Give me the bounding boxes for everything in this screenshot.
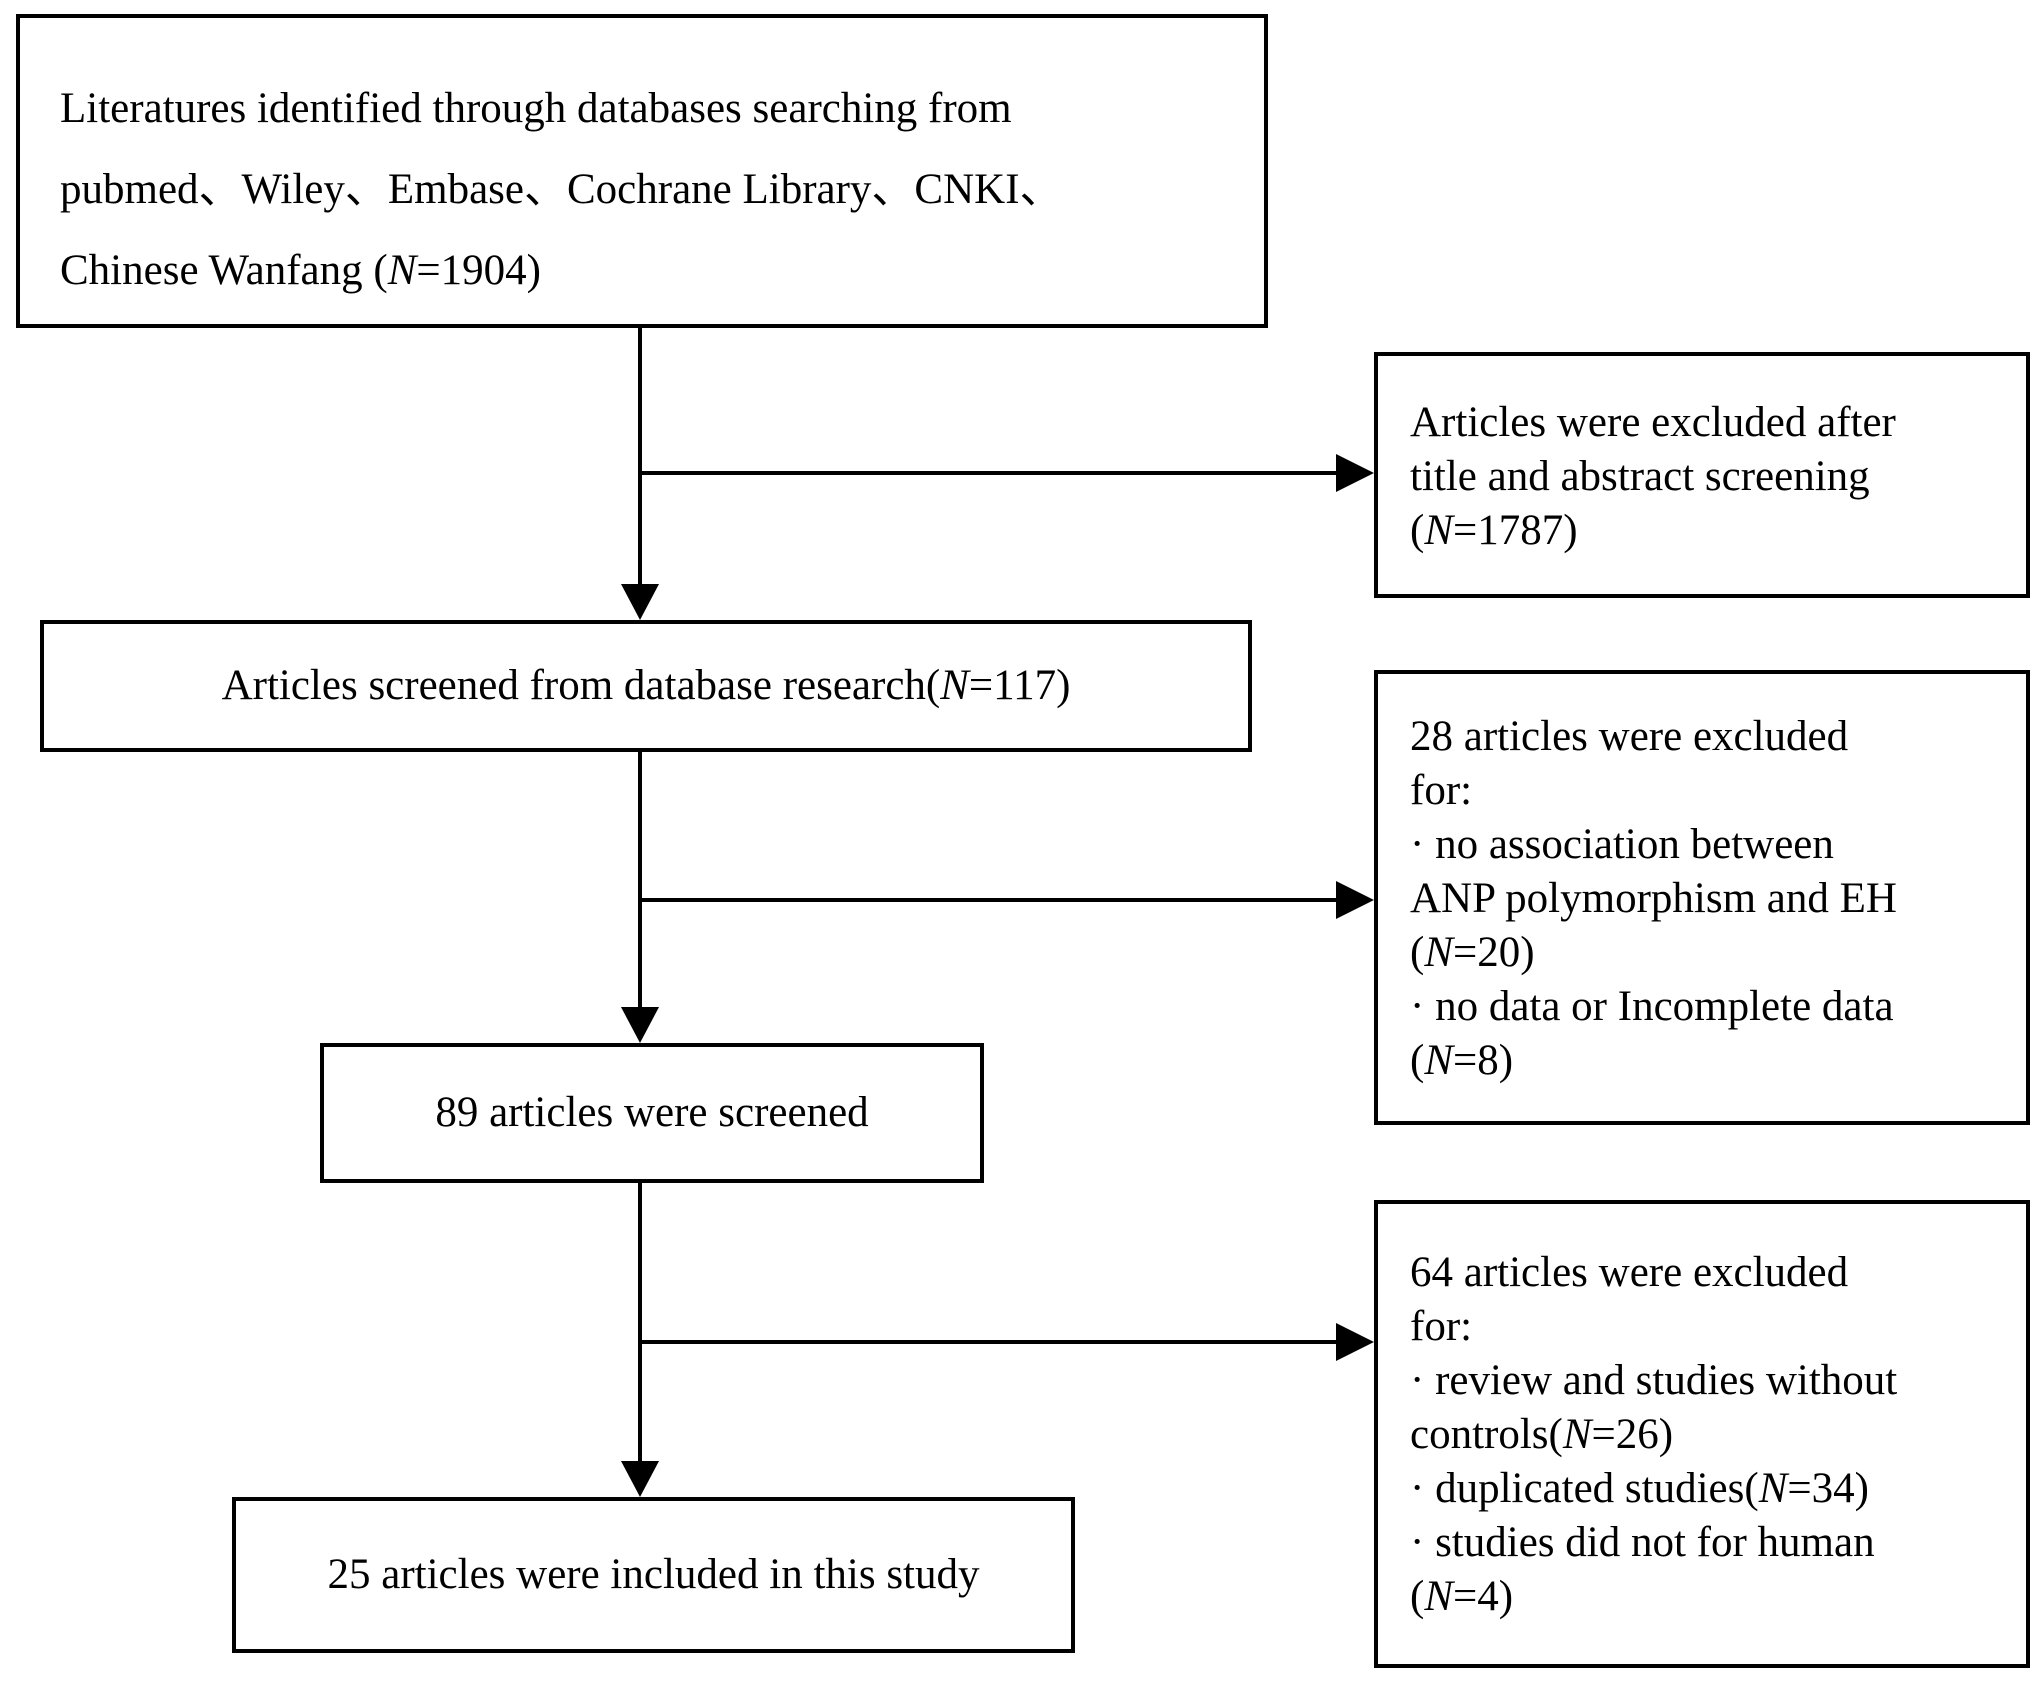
text-segment: =4) <box>1453 1573 1514 1620</box>
text-segment: Articles screened from database research… <box>221 662 941 709</box>
box-text-line: 25 articles were included in this study <box>327 1548 979 1602</box>
excluded-title-abstract-box: Articles were excluded after title and a… <box>1374 352 2030 598</box>
connector-to-excluded-title-abstract <box>640 471 1338 475</box>
text-segment: 28 articles were excluded <box>1410 713 1849 760</box>
excluded-28-box: 28 articles were excluded for: · no asso… <box>1374 670 2030 1125</box>
text-segment: =8) <box>1453 1037 1514 1084</box>
box-text-line: Articles were excluded after <box>1410 396 2010 450</box>
box-text-line: (N=20) <box>1410 926 2010 980</box>
text-segment: title and abstract screening <box>1410 453 1870 500</box>
text-segment: for: <box>1410 1303 1473 1350</box>
text-segment: 64 articles were excluded <box>1410 1249 1849 1296</box>
articles-screened-box: 89 articles were screened <box>320 1043 984 1183</box>
box-text-line: for: <box>1410 1300 2010 1354</box>
text-segment: · no association between <box>1410 821 1834 868</box>
text-segment: · studies did not for human <box>1410 1519 1875 1566</box>
text-segment: · no data or Incomplete data <box>1410 983 1894 1030</box>
box-text-line: pubmed、Wiley、Embase、Cochrane Library、CNK… <box>60 149 1244 230</box>
text-segment: =117) <box>968 662 1071 709</box>
arrow-down-icon <box>621 1461 659 1497</box>
text-segment: ANP polymorphism and EH <box>1410 875 1897 922</box>
n-italic: N <box>1562 1411 1592 1458</box>
n-italic: N <box>1424 929 1454 976</box>
box-text-line: for: <box>1410 764 2010 818</box>
n-italic: N <box>1758 1465 1788 1512</box>
connector-89-to-included <box>638 1183 642 1463</box>
connector-to-excluded-28 <box>640 898 1338 902</box>
text-segment: =26) <box>1591 1411 1674 1458</box>
arrow-right-icon <box>1336 881 1374 919</box>
n-italic: N <box>1424 1573 1454 1620</box>
text-segment: Literatures identified through databases… <box>60 85 1012 132</box>
arrow-right-icon <box>1336 454 1374 492</box>
n-italic: N <box>1424 507 1454 554</box>
connector-identification-to-screening <box>638 328 642 586</box>
text-segment: ( <box>1410 929 1425 976</box>
box-text-line: · no data or Incomplete data <box>1410 980 2010 1034</box>
included-box: 25 articles were included in this study <box>232 1497 1075 1653</box>
box-text-line: · no association between <box>1410 818 2010 872</box>
box-text-line: Literatures identified through databases… <box>60 68 1244 149</box>
box-text-line: controls(N=26) <box>1410 1408 2010 1462</box>
text-segment: 25 articles were included in this study <box>327 1551 980 1598</box>
text-segment: =20) <box>1453 929 1535 976</box>
box-text-line: · duplicated studies(N=34) <box>1410 1462 2010 1516</box>
n-italic: N <box>1424 1037 1454 1084</box>
text-segment: =1904) <box>416 247 541 294</box>
box-text-line: Articles screened from database research… <box>222 659 1071 713</box>
connector-screening-to-89 <box>638 752 642 1010</box>
text-segment: ( <box>1410 1573 1425 1620</box>
text-segment: pubmed、Wiley、Embase、Cochrane Library、CNK… <box>60 166 1063 213</box>
text-segment: =34) <box>1787 1465 1869 1512</box>
n-italic: N <box>387 247 417 294</box>
box-text-line: · studies did not for human <box>1410 1516 2010 1570</box>
box-text-line: 89 articles were screened <box>435 1086 868 1140</box>
connector-to-excluded-64 <box>640 1340 1338 1344</box>
box-text-line: (N=8) <box>1410 1034 2010 1088</box>
excluded-64-box: 64 articles were excluded for: · review … <box>1374 1200 2030 1668</box>
box-text-line: 28 articles were excluded <box>1410 710 2010 764</box>
database-screened-box: Articles screened from database research… <box>40 620 1252 752</box>
text-segment: Articles were excluded after <box>1410 399 1896 446</box>
arrow-down-icon <box>621 584 659 620</box>
text-segment: controls( <box>1410 1411 1563 1458</box>
n-italic: N <box>940 662 969 709</box>
box-text-line: 64 articles were excluded <box>1410 1246 2010 1300</box>
text-segment: ( <box>1410 507 1425 554</box>
box-text-line: Chinese Wanfang (N=1904) <box>60 230 1244 311</box>
text-segment: 89 articles were screened <box>435 1089 869 1136</box>
text-segment: ( <box>1410 1037 1425 1084</box>
text-segment: =1787) <box>1453 507 1578 554</box>
text-segment: · review and studies without <box>1410 1357 1898 1404</box>
box-text-line: title and abstract screening <box>1410 450 2010 504</box>
text-segment: Chinese Wanfang ( <box>60 247 388 294</box>
box-text-line: · review and studies without <box>1410 1354 2010 1408</box>
arrow-right-icon <box>1336 1323 1374 1361</box>
arrow-down-icon <box>621 1007 659 1043</box>
box-text-line: (N=4) <box>1410 1570 2010 1624</box>
text-segment: · duplicated studies( <box>1410 1465 1759 1512</box>
text-segment: for: <box>1410 767 1473 814</box>
box-text-line: (N=1787) <box>1410 504 2010 558</box>
identification-box: Literatures identified through databases… <box>16 14 1268 328</box>
box-text-line: ANP polymorphism and EH <box>1410 872 2010 926</box>
